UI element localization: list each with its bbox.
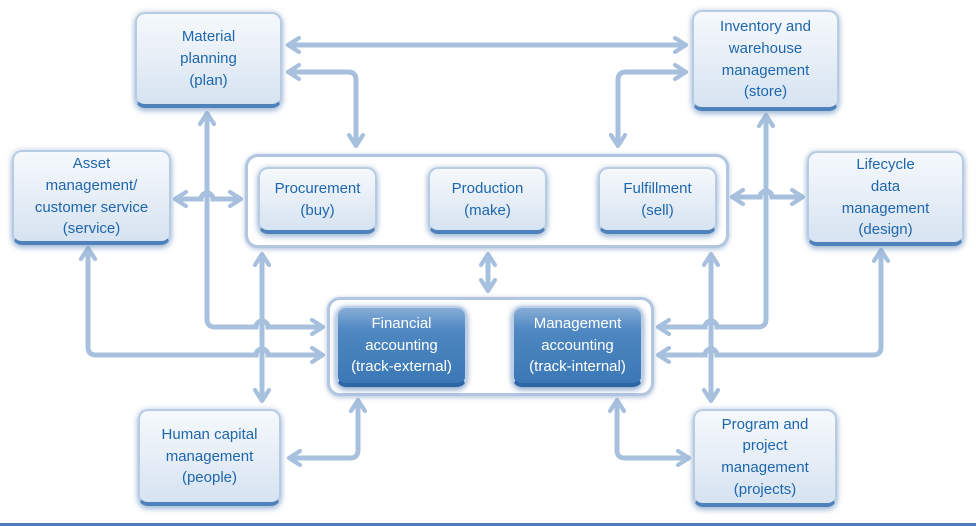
node-fulfillment-label: Fulfillment (sell) bbox=[623, 179, 692, 219]
node-management-accounting-label: Management accounting (track-internal) bbox=[529, 314, 626, 376]
node-program-project-label: Program and project management (projects… bbox=[721, 415, 809, 498]
node-asset-customer-service: Asset management/ customer service (serv… bbox=[12, 150, 171, 245]
bottom-rule bbox=[0, 523, 976, 526]
arrow-material-core bbox=[290, 72, 356, 144]
arrow-financial-program bbox=[617, 402, 687, 458]
node-production: Production (make) bbox=[428, 167, 547, 234]
node-program-project: Program and project management (projects… bbox=[693, 409, 837, 507]
node-material-planning: Material planning (plan) bbox=[135, 12, 282, 108]
node-procurement: Procurement (buy) bbox=[258, 167, 377, 234]
node-inventory-warehouse: Inventory and warehouse management (stor… bbox=[692, 10, 839, 111]
node-lifecycle-data: Lifecycle data management (design) bbox=[807, 151, 964, 246]
node-asset-customer-service-label: Asset management/ customer service (serv… bbox=[34, 155, 149, 238]
arrow-inventory-core bbox=[618, 72, 684, 144]
node-production-label: Production (make) bbox=[451, 179, 524, 219]
node-lifecycle-data-label: Lifecycle data management (design) bbox=[841, 156, 930, 239]
node-procurement-label: Procurement (buy) bbox=[274, 179, 361, 219]
node-material-planning-label: Material planning (plan) bbox=[180, 28, 237, 89]
node-inventory-warehouse-label: Inventory and warehouse management (stor… bbox=[720, 18, 811, 101]
node-financial-accounting-label: Financial accounting (track-external) bbox=[351, 314, 452, 376]
node-management-accounting: Management accounting (track-internal) bbox=[512, 306, 643, 387]
node-financial-accounting: Financial accounting (track-external) bbox=[336, 306, 467, 387]
node-human-capital-label: Human capital management (people) bbox=[161, 425, 258, 487]
arrow-lifecycle-financial bbox=[660, 252, 881, 355]
node-human-capital: Human capital management (people) bbox=[138, 409, 281, 506]
arrow-financial-human-capital bbox=[291, 402, 358, 458]
node-fulfillment: Fulfillment (sell) bbox=[598, 167, 717, 234]
